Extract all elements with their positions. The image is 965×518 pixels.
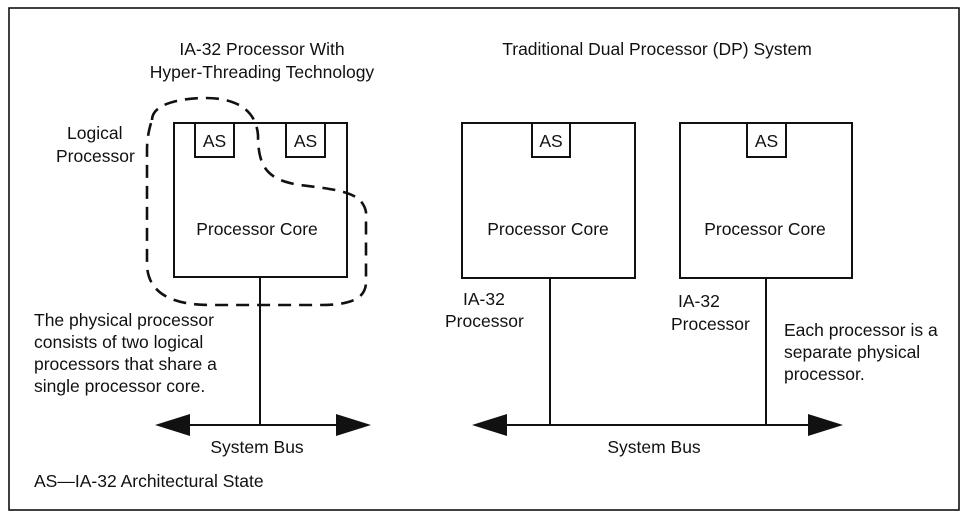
- logical-processor-label-line2: Processor: [56, 146, 135, 166]
- ht-note-line3: processors that share a: [34, 354, 217, 374]
- ht-bus-arrow-left: [155, 414, 190, 436]
- as-legend: AS—IA-32 Architectural State: [34, 471, 264, 491]
- dp-title: Traditional Dual Processor (DP) System: [502, 39, 812, 59]
- logical-processor-dashed-outline: [145, 96, 368, 307]
- dp-processor1-as-box: [531, 122, 571, 158]
- dp-processor2-as-label: AS: [755, 131, 778, 151]
- ht-title-line1: IA-32 Processor With: [179, 39, 344, 59]
- dp-processor1-core-label: Processor Core: [487, 219, 609, 239]
- dp-processor1-label-line1: IA-32: [463, 289, 505, 309]
- ht-as-right-box: [285, 122, 326, 158]
- dp-note-line2: separate physical: [784, 342, 920, 362]
- ht-processor-core-box: [173, 122, 348, 278]
- dp-processor2-label-line1: IA-32: [678, 291, 720, 311]
- dp-processor2-as-box: [746, 122, 787, 158]
- logical-processor-label-line1: Logical: [67, 123, 122, 143]
- ht-bus-arrow-right: [336, 414, 371, 436]
- ht-processor-core-label: Processor Core: [196, 219, 318, 239]
- dp-processor1-as-label: AS: [539, 131, 562, 151]
- dp-processor1-label-line2: Processor: [445, 311, 524, 331]
- dp-processor2-label-line2: Processor: [671, 314, 750, 334]
- dp-note-line1: Each processor is a: [784, 320, 938, 340]
- ht-note-line4: single processor core.: [34, 376, 205, 396]
- ht-as-right-label: AS: [294, 131, 317, 151]
- dp-bus-arrow-right: [808, 414, 843, 436]
- dp-note-line3: processor.: [784, 364, 865, 384]
- dp-bus-arrow-left: [472, 414, 507, 436]
- ht-as-left-box: [194, 122, 235, 158]
- ht-as-left-label: AS: [203, 131, 226, 151]
- ht-title-line2: Hyper-Threading Technology: [150, 62, 375, 82]
- dp-processor2-core-label: Processor Core: [704, 219, 826, 239]
- dp-system-bus-label: System Bus: [607, 437, 701, 457]
- diagram-frame: [8, 7, 960, 511]
- ht-note-line1: The physical processor: [34, 310, 214, 330]
- ht-system-bus-label: System Bus: [210, 437, 304, 457]
- ht-note-line2: consists of two logical: [34, 332, 203, 352]
